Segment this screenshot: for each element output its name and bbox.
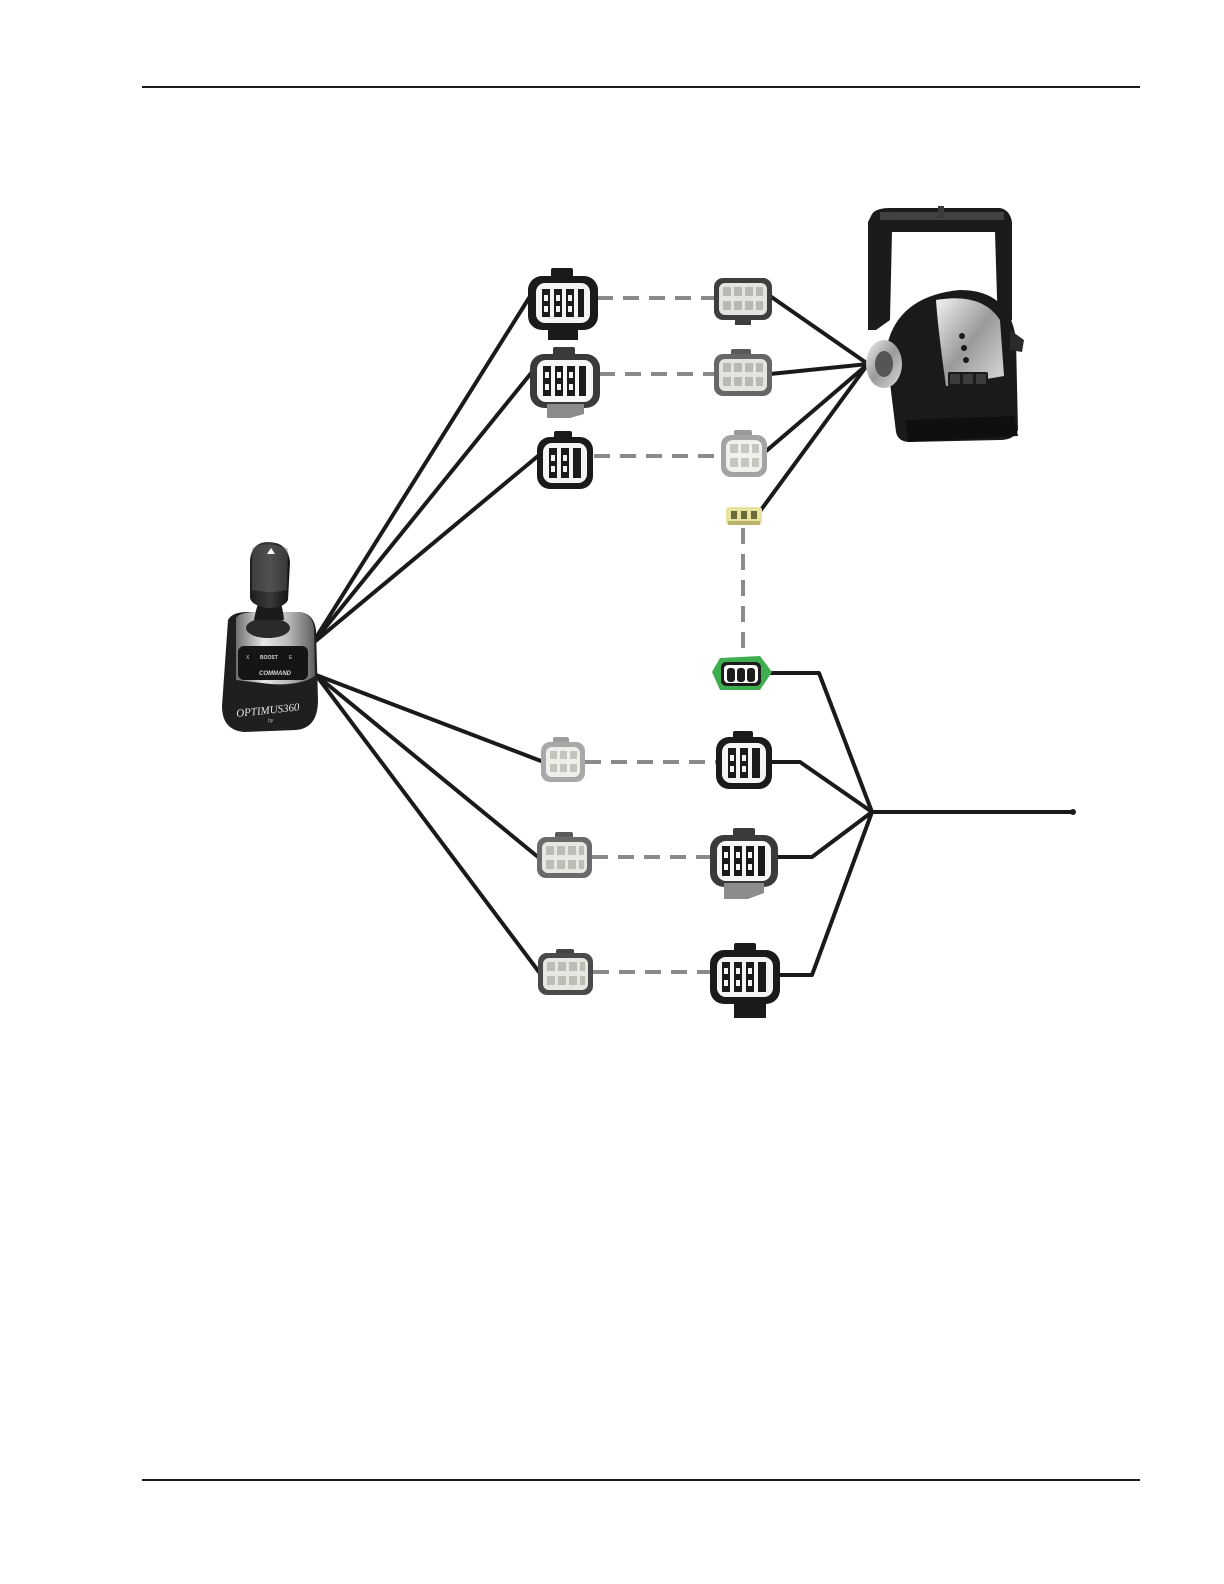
joystick-controller-icon: X BOOST E COMMAND OPTIMUS360 by bbox=[222, 542, 318, 732]
wire-trunk-green bbox=[768, 673, 872, 812]
connector-right-4 bbox=[716, 731, 772, 789]
connector-right-3 bbox=[721, 430, 767, 477]
connector-left-3 bbox=[537, 431, 593, 489]
wire-binnacle-2 bbox=[770, 364, 868, 374]
command-label: COMMAND bbox=[259, 671, 292, 677]
trunk-wires bbox=[768, 673, 1073, 975]
wire-binnacle-3 bbox=[765, 364, 868, 452]
connector-right-2 bbox=[714, 349, 772, 396]
wire-joystick-to-connector-2 bbox=[312, 372, 532, 644]
wire-joystick-to-connector-5 bbox=[316, 675, 538, 857]
connector-left-6 bbox=[538, 949, 593, 995]
binnacle-wires bbox=[758, 296, 868, 514]
connector-left-1 bbox=[528, 268, 598, 340]
connector-left-5 bbox=[537, 832, 592, 878]
wire-joystick-to-connector-3 bbox=[312, 456, 538, 644]
wire-trunk-3 bbox=[778, 812, 872, 975]
wire-binnacle-1 bbox=[770, 296, 868, 364]
connector-right-5 bbox=[710, 828, 778, 899]
throttle-binnacle-icon bbox=[866, 206, 1024, 442]
logo-by: by bbox=[268, 718, 274, 724]
wire-binnacle-4 bbox=[758, 364, 868, 514]
connector-left-4 bbox=[541, 737, 585, 782]
connector-right-1 bbox=[714, 278, 772, 325]
button-boost-label: BOOST bbox=[260, 655, 278, 661]
connector-left-2 bbox=[530, 347, 600, 418]
joystick-wires bbox=[312, 298, 541, 972]
wire-joystick-to-connector-1 bbox=[312, 298, 529, 644]
trunk-end bbox=[1070, 809, 1076, 815]
connector-right-green bbox=[712, 656, 772, 690]
connector-right-yellow bbox=[726, 507, 762, 525]
connector-right-6 bbox=[710, 943, 780, 1018]
